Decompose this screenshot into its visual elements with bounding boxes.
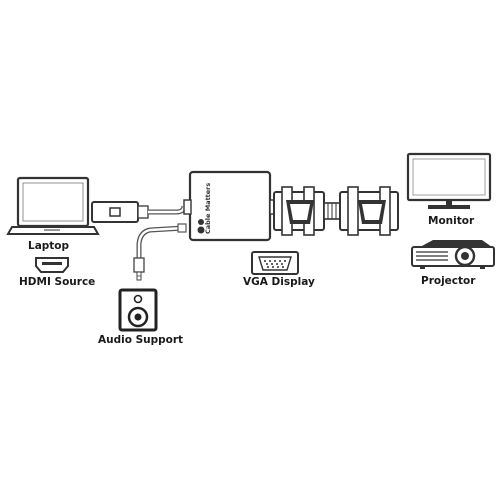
vga-display-label: VGA Display — [243, 276, 315, 288]
laptop-icon — [6, 176, 100, 235]
vga-port-icon — [251, 251, 299, 275]
audio-cable — [133, 223, 187, 281]
hdmi-port-icon — [35, 257, 69, 273]
projector-icon — [411, 240, 495, 269]
projector-label: Projector — [421, 275, 476, 287]
monitor-icon — [406, 152, 492, 209]
cable-matters-logo: Cable Matters — [197, 183, 212, 234]
monitor-label: Monitor — [428, 215, 475, 227]
audio-support-label: Audio Support — [98, 334, 184, 346]
vga-connector-pair — [273, 186, 399, 236]
speaker-icon — [118, 288, 158, 332]
brand-label: Cable Matters — [204, 183, 212, 234]
laptop-label: Laptop — [28, 240, 70, 252]
hdmi-source-label: HDMI Source — [19, 276, 96, 288]
hdmi-cable — [91, 201, 187, 223]
